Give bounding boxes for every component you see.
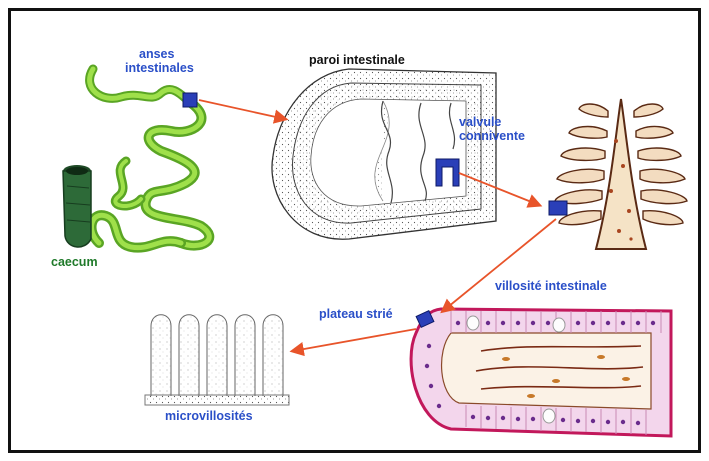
caecum-label: caecum [51,255,98,269]
villosite-intestinale-label: villosité intestinale [495,279,607,293]
anses-line2: intestinales [125,61,194,75]
anses-intestinales-label: anses intestinales [125,47,194,75]
anses-line1: anses [125,47,194,61]
villus-section [411,309,671,436]
intestinal-wall [272,69,496,239]
villus-tissue [555,99,687,249]
plateau-strie-label: plateau strié [319,307,393,321]
intestine-diagram [11,11,701,453]
microvillosites-label: microvillosités [165,409,253,423]
caecum-organ [63,165,91,247]
microvilli [145,315,289,405]
valvule-line1: valvule [459,115,525,129]
diagram-frame: anses intestinales caecum paroi intestin… [8,8,701,453]
valvule-connivente-label: valvule connivente [459,115,525,143]
anses-marker [183,93,197,107]
paroi-intestinale-label: paroi intestinale [309,53,405,67]
villus-marker [549,201,567,215]
valvule-line2: connivente [459,129,525,143]
